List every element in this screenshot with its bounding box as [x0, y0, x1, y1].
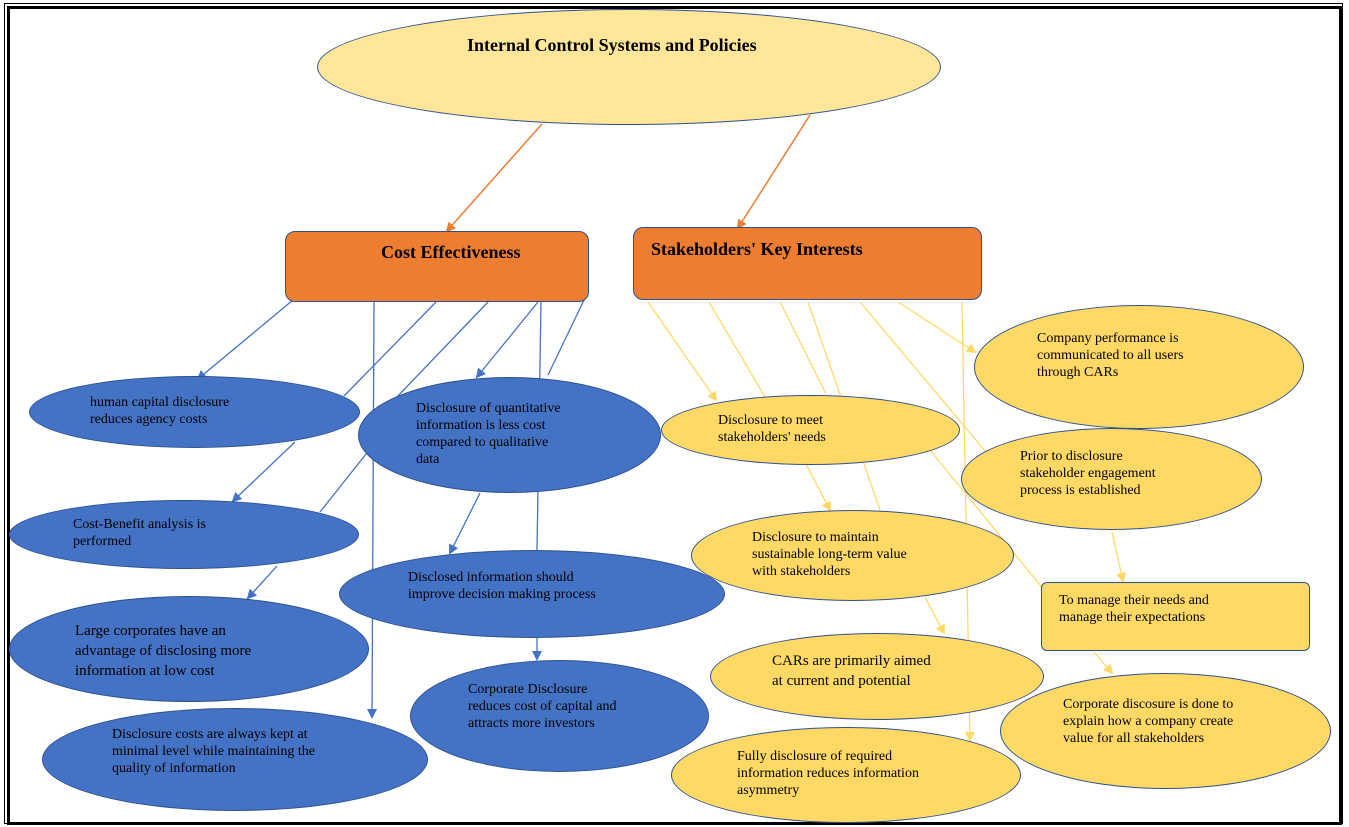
node-full-disclosure: Fully disclosure of required information…	[671, 727, 1021, 823]
node-long-term-value-text: Disclosure to maintain sustainable long-…	[752, 530, 907, 579]
cost-effectiveness-title: Cost Effectiveness	[381, 242, 521, 262]
node-meet-needs: Disclosure to meet stakeholders' needs	[661, 395, 960, 465]
node-full-disclosure-text: Fully disclosure of required information…	[737, 749, 919, 798]
arrow-root-to-stakeholders	[736, 114, 811, 230]
line-stake-to-meet-needs-3	[779, 301, 827, 395]
stakeholders-title: Stakeholders' Key Interests	[651, 239, 863, 259]
arrow-cost-to-quantitative	[475, 301, 539, 379]
node-manage-needs: To manage their needs and manage their e…	[1041, 582, 1310, 651]
node-human-capital: human capital disclosure reduces agency …	[29, 376, 360, 448]
arrow-meet-to-long-term	[805, 463, 831, 512]
node-large-corporates: Large corporates have an advantage of di…	[9, 596, 369, 702]
node-cost-benefit-text: Cost-Benefit analysis is performed	[73, 517, 206, 549]
node-minimal-level-text: Disclosure costs are always kept at mini…	[112, 727, 315, 776]
line-cost-to-human-capital-2	[343, 301, 437, 397]
arrow-quantitative-to-decision	[449, 492, 481, 555]
stakeholders-box: Stakeholders' Key Interests	[633, 227, 982, 300]
root-title: Internal Control Systems and Policies	[467, 35, 757, 55]
arrow-stake-to-meet-needs	[647, 301, 718, 402]
line-cost-to-cost-benefit	[395, 301, 489, 399]
node-human-capital-text: human capital disclosure reduces agency …	[90, 395, 230, 427]
node-engagement: Prior to disclosure stakeholder engageme…	[961, 428, 1262, 530]
node-quantitative: Disclosure of quantitative information i…	[358, 377, 661, 493]
line-cost-to-quantitative-2	[547, 297, 586, 376]
arrow-cost-to-human-capital	[196, 299, 294, 381]
node-cost-of-capital-text: Corporate Disclosure reduces cost of cap…	[468, 682, 617, 731]
arrow-cost-to-minimal-level	[367, 301, 378, 719]
arrow-root-to-cost	[445, 123, 543, 233]
node-cost-benefit: Cost-Benefit analysis is performed	[9, 500, 359, 569]
node-engagement-text: Prior to disclosure stakeholder engageme…	[1020, 449, 1156, 498]
node-meet-needs-text: Disclosure to meet stakeholders' needs	[718, 413, 826, 445]
node-cost-of-capital: Corporate Disclosure reduces cost of cap…	[410, 660, 709, 772]
diagram-frame	[7, 6, 1342, 825]
arrow-cost-to-cost-benefit	[231, 441, 296, 503]
line-meet-to-manage	[929, 449, 1046, 592]
line-stake-to-engagement	[859, 301, 987, 453]
arrow-stake-to-performance	[897, 301, 977, 354]
cost-effectiveness-box: Cost Effectiveness	[285, 231, 589, 302]
node-quantitative-text: Disclosure of quantitative information i…	[416, 401, 561, 467]
line-stake-to-meet-needs-2	[708, 301, 766, 398]
node-cars-aimed: CARs are primarily aimed at current and …	[710, 633, 1044, 720]
arrow-cost-to-large-corp	[246, 565, 278, 600]
node-company-performance: Company performance is communicated to a…	[974, 305, 1304, 429]
node-create-value-text: Corporate discosure is done to explain h…	[1063, 697, 1234, 746]
arrow-engagement-to-manage	[1111, 531, 1127, 583]
line-cost-to-large-corp	[319, 453, 367, 513]
node-minimal-level: Disclosure costs are always kept at mini…	[42, 708, 428, 811]
node-cars-aimed-text: CARs are primarily aimed at current and …	[772, 653, 931, 689]
node-manage-needs-text: To manage their needs and manage their e…	[1059, 593, 1209, 625]
node-large-corporates-text: Large corporates have an advantage of di…	[75, 623, 252, 679]
node-create-value: Corporate discosure is done to explain h…	[1000, 673, 1331, 789]
node-decision-making-text: Disclosed information should improve dec…	[408, 570, 596, 602]
node-company-performance-text: Company performance is communicated to a…	[1037, 331, 1184, 380]
root-node: Internal Control Systems and Policies	[317, 9, 941, 125]
arrow-long-term-to-cars	[924, 596, 945, 635]
arrow-manage-to-create-value	[1093, 651, 1114, 675]
node-decision-making: Disclosed information should improve dec…	[339, 550, 725, 638]
node-long-term-value: Disclosure to maintain sustainable long-…	[691, 510, 1014, 601]
